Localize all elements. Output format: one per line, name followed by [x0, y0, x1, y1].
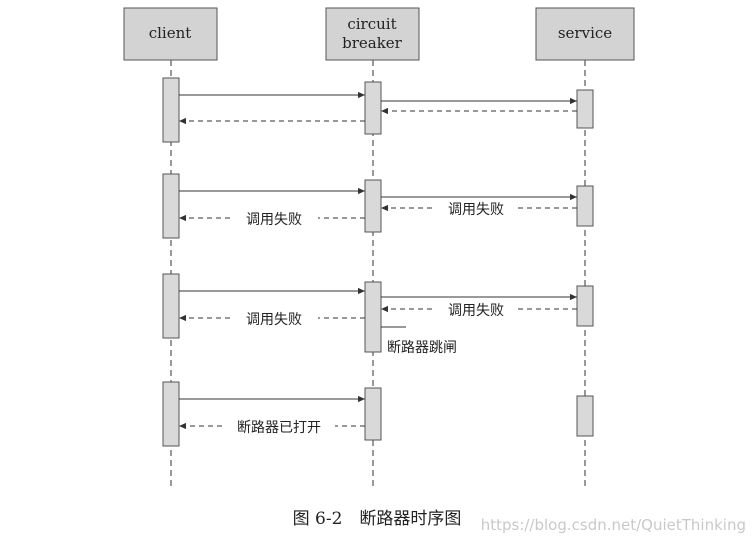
label-call-failed-breaker-3: 调用失败: [246, 312, 302, 328]
participant-breaker-label-line1: circuit: [347, 15, 396, 33]
label-breaker-open: 断路器已打开: [237, 419, 321, 436]
participant-service-label: service: [558, 24, 612, 42]
activation-breaker-1: [364, 81, 382, 135]
activation-client-3: [162, 273, 180, 339]
participant-breaker: circuit breaker: [325, 7, 420, 61]
activation-client-4: [162, 381, 180, 447]
label-breaker-tripped: 断路器跳闸: [387, 340, 457, 356]
label-call-failed-service-2: 调用失败: [448, 202, 504, 218]
participant-client-label: client: [149, 24, 192, 42]
activation-service-3: [576, 285, 594, 327]
activation-breaker-2: [364, 179, 382, 233]
watermark: https://blog.csdn.net/QuietThinking: [480, 516, 746, 534]
activation-breaker-4: [364, 387, 382, 441]
activation-service-2: [576, 185, 594, 227]
figure-caption: 图 6-2 断路器时序图: [292, 509, 462, 529]
activation-service-4: [576, 395, 594, 437]
label-call-failed-service-3: 调用失败: [448, 303, 504, 319]
participant-breaker-label-line2: breaker: [342, 34, 403, 52]
participant-service: service: [535, 7, 635, 61]
diagram-canvas: client circuit breaker service: [123, 7, 635, 490]
activation-client-2: [162, 173, 180, 239]
activation-client-1: [162, 77, 180, 143]
label-call-failed-breaker-2: 调用失败: [246, 212, 302, 228]
activation-breaker-3: [364, 281, 382, 353]
participant-client: client: [123, 7, 218, 61]
activation-service-1: [576, 89, 594, 129]
